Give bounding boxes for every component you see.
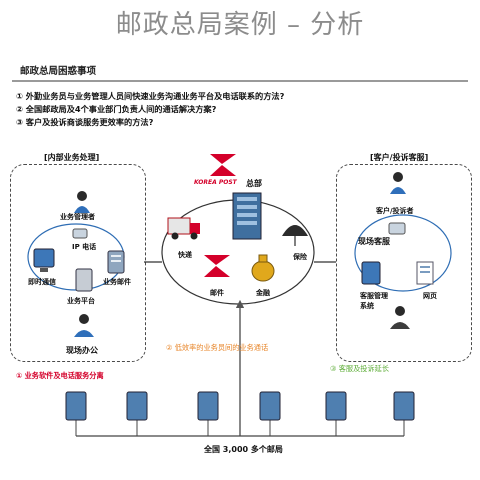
korea-post-logo-icon <box>210 154 236 176</box>
title-divider <box>12 80 468 82</box>
platform-server-icon <box>75 268 93 292</box>
subtitle: 邮政总局困惑事项 <box>20 66 97 77</box>
umbrella-icon <box>282 225 308 246</box>
customer-panel-heading: [客户/投诉客服] <box>370 153 429 162</box>
crm-server-icon <box>361 261 381 285</box>
web-page-icon <box>416 261 434 285</box>
question-1: ① 外勤业务员与业务管理人员间快速业务沟通业务平台及电话联系的方法? <box>16 91 285 101</box>
insurance-label: 保险 <box>293 253 307 261</box>
platform-label: 业务平台 <box>67 297 95 305</box>
im-label: 即时通信 <box>28 278 56 286</box>
center-mail-label: 邮件 <box>210 289 224 297</box>
server-icon <box>126 391 148 421</box>
phone-icon <box>72 228 88 239</box>
finance-label: 金融 <box>256 289 270 297</box>
hq-label: 总部 <box>246 179 262 188</box>
web-label: 网页 <box>423 292 437 300</box>
building-icon <box>232 192 262 240</box>
center-note: ② 低效率的业务员间的业务通话 <box>166 343 269 352</box>
server-icon <box>65 391 87 421</box>
question-3: ③ 客户及投诉商谈服务更效率的方法? <box>16 117 154 127</box>
person-icon <box>74 191 90 213</box>
office-servers <box>65 391 415 421</box>
field-worker-icon <box>74 314 94 337</box>
internal-panel-heading: [内部业务处理] <box>44 153 100 162</box>
crm-label: 客服管理 系统 <box>360 292 388 310</box>
im-monitor-icon <box>33 248 55 272</box>
question-2: ② 全国邮政局及4个事业部门负责人间的通话解决方案? <box>16 104 217 114</box>
money-bag-icon <box>251 254 275 282</box>
customer-label: 客户/投诉者 <box>376 207 414 215</box>
server-icon <box>259 391 281 421</box>
korea-post-brand: KOREA POST <box>194 179 237 186</box>
slide-title: 邮政总局案例 – 分析 <box>115 10 365 40</box>
truck-icon <box>167 217 200 240</box>
manager-label: 业务管理者 <box>60 213 95 221</box>
express-label: 快递 <box>178 251 192 259</box>
internal-note: ① 业务软件及电话服务分离 <box>16 371 104 380</box>
server-icon <box>325 391 347 421</box>
mail-logo-icon <box>204 255 230 277</box>
mail-label: 业务邮件 <box>103 278 131 286</box>
field-office-label: 现场办公 <box>66 346 98 355</box>
field-service-label: 现场客服 <box>358 237 390 246</box>
server-icon <box>393 391 415 421</box>
offices-label: 全国 3,000 多个邮局 <box>204 445 283 454</box>
ip-phone-label: IP 电话 <box>72 243 97 251</box>
customer-icon <box>390 172 406 194</box>
mail-server-icon <box>107 250 125 274</box>
server-icon <box>197 391 219 421</box>
customer-note: ③ 客服及投诉延长 <box>330 364 390 373</box>
service-agent-icon <box>390 306 410 329</box>
customer-phone-icon <box>388 222 406 235</box>
